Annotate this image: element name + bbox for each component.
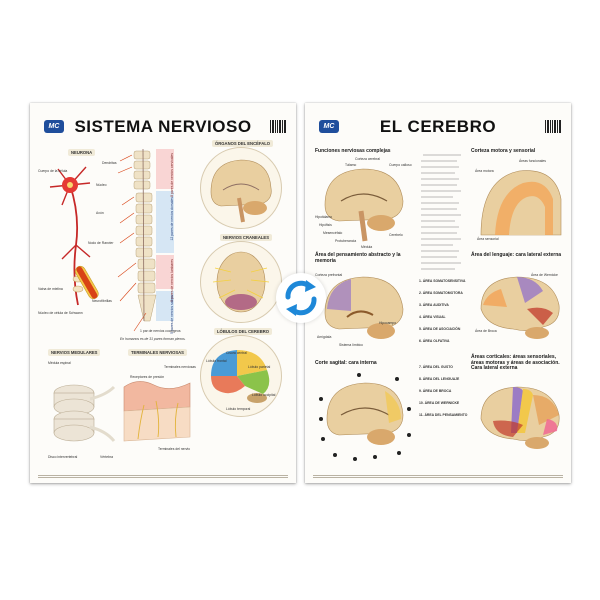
label-talamo: Tálamo: [345, 163, 357, 167]
organos-circle: [200, 147, 282, 229]
publisher-logo: MC: [44, 120, 64, 133]
label-nodo-ranvier: Nodo de Ranvier: [88, 241, 114, 245]
swap-arrows-glyph: [285, 280, 317, 316]
barcode-icon: [545, 120, 561, 133]
label-dorsales: 12 pares de nervios dorsales: [170, 197, 174, 241]
label-hipofisis: Hipófisis: [319, 223, 332, 227]
poster-footer: [38, 474, 288, 478]
label-amigdala: Amígdala: [317, 335, 332, 339]
legend-item-9: 9. ÁREA DE BROCA: [419, 389, 452, 393]
legend-item-8: 8. ÁREA DEL LENGUAJE: [419, 377, 460, 381]
label-hipotalamo: Hipotálamo: [315, 215, 333, 219]
legend-item-10: 10. ÁREA DE WERNICKE: [419, 401, 460, 405]
label-coccigeos: 1 par de nervios coccígeos: [140, 329, 181, 333]
label-neurofibrillas: Neurofibrillas: [92, 299, 112, 303]
brain-memory-icon: [324, 276, 404, 339]
label-cerebelo: Cerebelo: [389, 233, 403, 237]
legend-item-7: 7. ÁREA DEL GUSTO: [419, 365, 453, 369]
poster-el-cerebro: MC EL CEREBRO Funciones nerviosas comple…: [305, 103, 571, 483]
poster-header: MC EL CEREBRO: [313, 117, 563, 139]
poster-sistema-nervioso: MC SISTEMA NERVIOSO NEURONA Dendritas Cu…: [30, 103, 296, 483]
skin-illustration: [123, 381, 191, 442]
section-lobulos: LÓBULOS DEL CEREBRO: [214, 328, 273, 335]
spine-note: En humanos es de 31 pares forman plexos.: [120, 337, 186, 341]
label-medula: Médula: [361, 245, 373, 249]
heading-funciones: Funciones nerviosas complejas: [315, 148, 391, 154]
label-cuerpo-calloso: Cuerpo calloso: [389, 163, 412, 167]
legend-item-2: 2. ÁREA SOMATOMOTORA: [419, 291, 463, 295]
legend-column: [417, 147, 465, 433]
label-broca: Área de Broca: [475, 329, 497, 333]
label-protuberancia: Protuberancia: [335, 239, 357, 243]
label-occipital: Lóbulo occipital: [252, 393, 276, 397]
poster-header: MC SISTEMA NERVIOSO: [38, 117, 288, 139]
brain-language-icon: [480, 276, 560, 339]
section-medulares: NERVIOS MEDULARES: [48, 349, 101, 356]
heading-corticales: Áreas corticales: áreas sensoriales, áre…: [471, 354, 560, 372]
legend-fill-lines: [421, 154, 461, 270]
label-medula: Médula espinal: [48, 361, 71, 365]
label-prefrontal: Corteza prefrontal: [315, 273, 343, 277]
legend-item-4: 4. ÁREA VISUAL: [419, 315, 446, 319]
legend-item-3: 3. ÁREA AUDITIVA: [419, 303, 449, 307]
legend-item-11: 11. ÁREA DEL PENSAMIENTO: [419, 413, 468, 417]
label-mesencefalo: Mesencéfalo: [323, 231, 343, 235]
label-hipocampo: Hipocampo: [379, 321, 397, 325]
legend-item-6: 6. ÁREA OLFATIVA: [419, 339, 450, 343]
label-wernicke: Área de Wernicke: [531, 273, 558, 277]
motor-cortex-icon: [480, 170, 562, 236]
poster-title: EL CEREBRO: [379, 117, 497, 136]
brain-sagittal-numbered-icon: [319, 373, 411, 461]
legend-item-5: 5. ÁREA DE ASOCIACIÓN: [419, 327, 461, 331]
heading-corteza: Corteza motora y sensorial: [471, 148, 536, 154]
section-craneales: NERVIOS CRANEALES: [220, 234, 272, 241]
heading-pensamiento: Área del pensamiento abstracto y la memo…: [315, 252, 401, 264]
label-cervicales: 8 pares de nervios cervicales: [170, 153, 174, 197]
label-area-sensorial: Área sensorial: [477, 237, 499, 241]
label-area-motora: Área motora: [475, 169, 494, 173]
brain-sagittal-icon: [210, 159, 272, 223]
heading-sagital: Corte sagital: cara interna: [315, 360, 377, 366]
brain-inferior-icon: [212, 251, 270, 313]
spine-illustration: [117, 148, 174, 332]
barcode-icon: [270, 120, 286, 133]
label-nucleo: Núcleo: [96, 183, 107, 187]
label-terminales-nervio: Terminales del nervio: [158, 447, 191, 451]
heading-lenguaje: Área del lenguaje: cara lateral externa: [471, 252, 562, 258]
poster-title: SISTEMA NERVIOSO: [74, 117, 252, 136]
lobulos-circle: [200, 335, 282, 417]
poster-footer: [313, 474, 563, 478]
label-temporal: Lóbulo temporal: [226, 407, 251, 411]
section-organos: ÓRGANOS DEL ENCÉFALO: [212, 140, 274, 147]
label-areas-funcionales: Áreas funcionales: [519, 159, 546, 163]
label-parietal: Lóbulo parietal: [248, 365, 271, 369]
label-corteza-cerebral: Corteza cerebral: [355, 157, 381, 161]
label-cuerpo-celula: Cuerpo de la célula: [38, 169, 68, 173]
label-dendritas: Dendritas: [102, 161, 117, 165]
label-cisura-central: Cisura central: [226, 351, 247, 355]
brain-cortical-areas-icon: [480, 386, 560, 449]
label-vaina-mielina: Vaina de mielina: [38, 287, 63, 291]
brain-lobes-icon: [211, 350, 270, 403]
label-limbico: Sistema límbico: [339, 343, 363, 347]
label-frontal: Lóbulo frontal: [206, 359, 227, 363]
label-receptores: Receptores de presión: [130, 375, 165, 379]
label-disco: Disco intervertebral: [48, 455, 78, 459]
label-vertebra: Vértebra: [100, 455, 114, 459]
craneales-circle: [200, 241, 282, 323]
legend-item-1: 1. ÁREA SOMATOSENSITIVA: [419, 279, 466, 283]
label-sacros: 5 pares de nervios sacros: [170, 295, 174, 334]
section-terminales: TERMINALES NERVIOSAS: [128, 349, 187, 356]
medular-illustration: [53, 384, 116, 442]
swap-arrows-icon[interactable]: [276, 273, 326, 323]
publisher-logo: MC: [319, 120, 339, 133]
section-neurona: NEURONA: [68, 149, 96, 156]
neuron-illustration: [49, 166, 99, 306]
brain-functions-icon: [324, 168, 404, 242]
label-terminales: Terminales nerviosas: [164, 365, 196, 369]
label-schwann: Núcleo de célula de Schwann: [38, 311, 83, 315]
label-axon: Axón: [96, 211, 104, 215]
